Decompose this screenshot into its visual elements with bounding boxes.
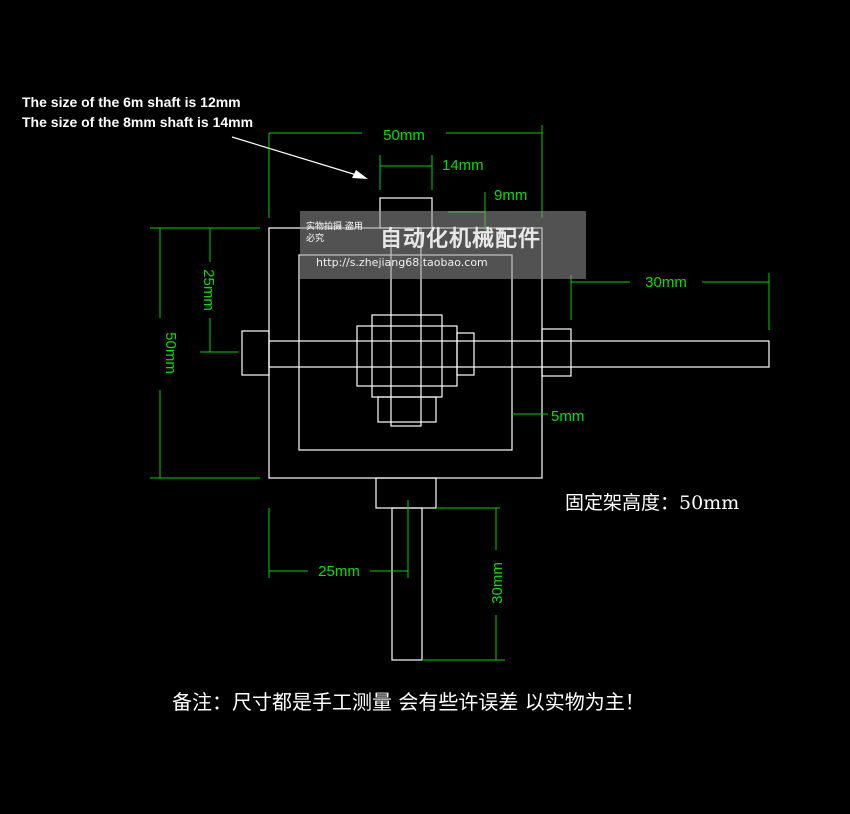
dim-inner-offset: 5mm	[551, 408, 584, 425]
watermark-title: 自动化机械配件	[380, 227, 542, 252]
bracket-height-caption: 固定架高度：50mm	[565, 492, 740, 514]
dim-small: 9mm	[494, 187, 527, 204]
note-arrow-head	[352, 170, 368, 179]
gear-right-boss	[456, 332, 475, 376]
dimension-lines	[150, 125, 770, 661]
watermark-url: http://s.zhejiang68.taobao.com	[316, 256, 488, 269]
shaft-size-notes: The size of the 6m shaft is 12mm The siz…	[22, 92, 253, 132]
dim-left-height: 50mm	[162, 332, 179, 374]
dim-top-width: 50mm	[383, 127, 425, 144]
watermark: 实物拍摄 盗用必究 自动化机械配件 http://s.zhejiang68.ta…	[300, 211, 586, 279]
gear-hub	[371, 314, 443, 398]
gear-lower-boss	[377, 396, 437, 423]
dim-bottom-shaft-length: 30mm	[489, 562, 506, 604]
remark-caption: 备注：尺寸都是手工测量 会有些许误差 以实物为主！	[172, 690, 645, 714]
dim-right-shaft-length: 30mm	[645, 274, 687, 291]
dim-inner-height: 25mm	[200, 269, 217, 311]
dim-bottom-offset: 25mm	[318, 563, 360, 580]
left-collar	[241, 330, 270, 376]
note-leader-line	[231, 136, 361, 177]
note-line-2: The size of the 8mm shaft is 14mm	[22, 114, 254, 130]
note-line-1: The size of the 6m shaft is 12mm	[22, 94, 241, 110]
watermark-tag: 实物拍摄 盗用必究	[306, 222, 363, 244]
right-collar	[541, 328, 572, 377]
horizontal-shaft	[268, 340, 770, 368]
bottom-collar	[375, 477, 437, 509]
dim-shaft-width: 14mm	[442, 157, 484, 174]
bottom-shaft	[391, 507, 423, 661]
inner-frame	[298, 254, 513, 451]
